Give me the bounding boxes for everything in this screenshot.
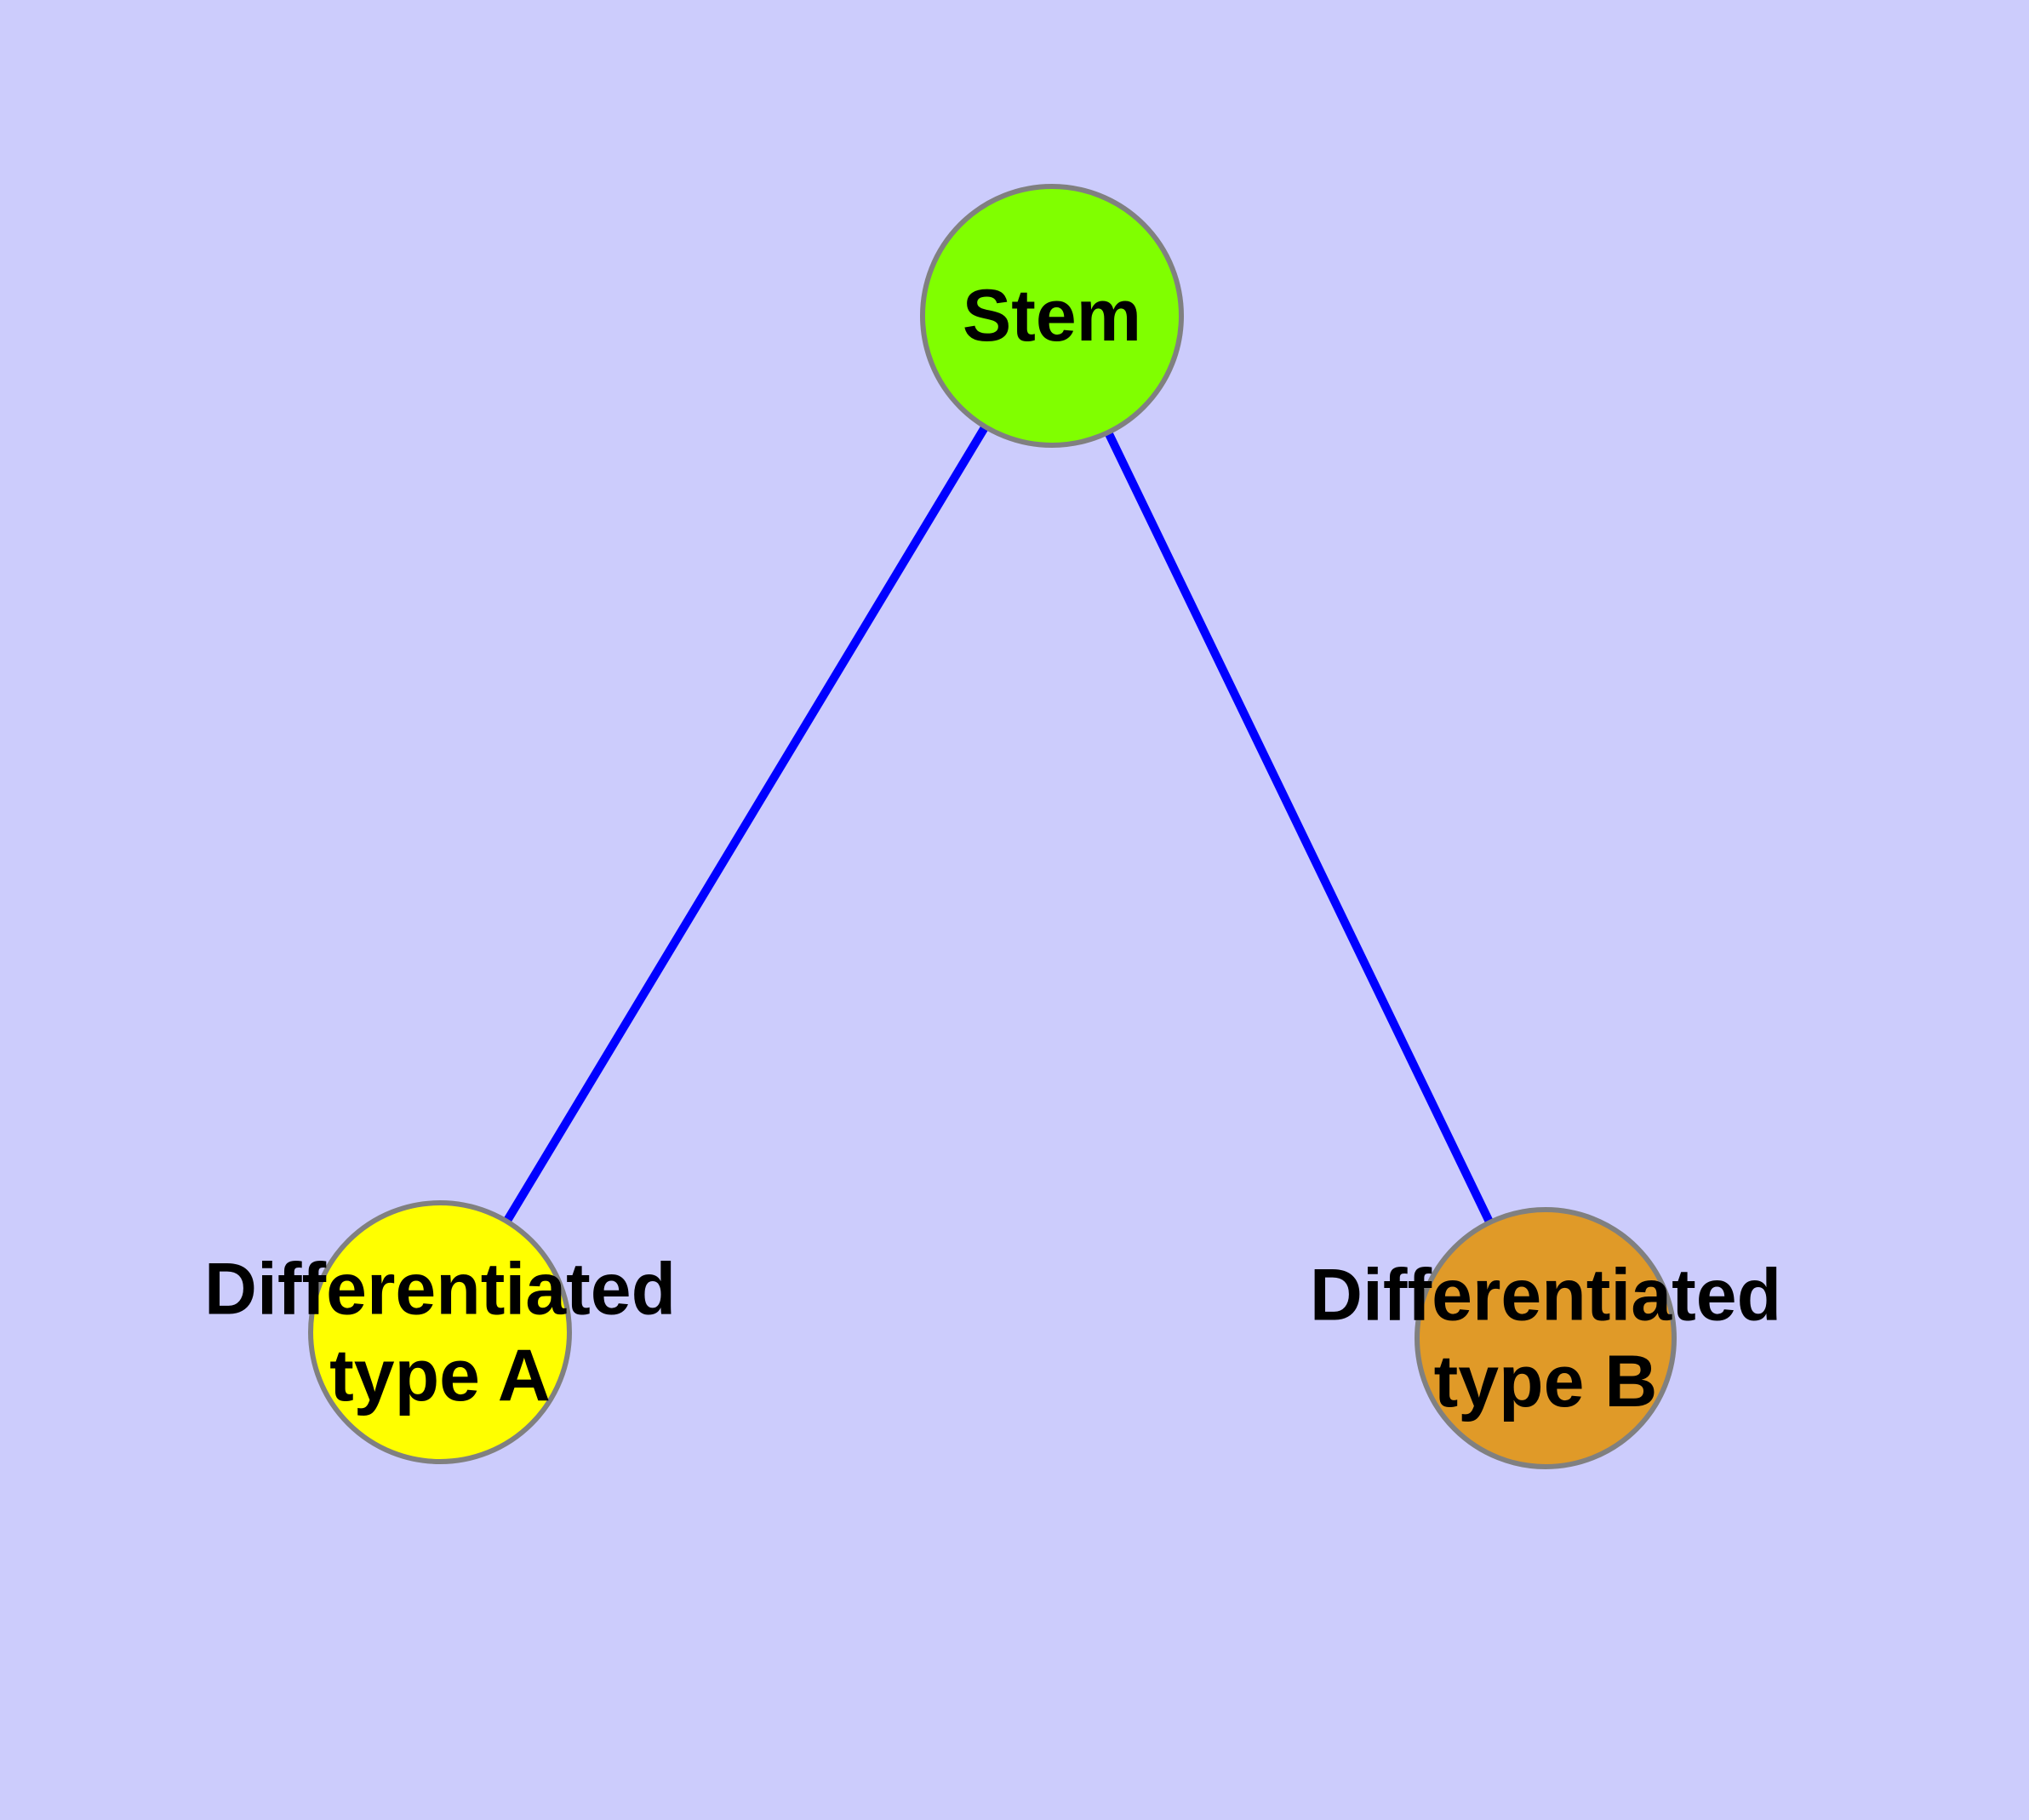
node-label-diff_b-line-1: Differentiated [1310,1255,1781,1336]
node-label-stem: Stem [963,275,1141,357]
edge-stem-to-diff_b[interactable] [1103,428,1495,1227]
nodes-layer [308,184,1677,1469]
node-label-diff_a-line-2: type A [329,1335,551,1417]
node-label-stem-line-1: Stem [963,275,1141,357]
node-diff_b[interactable] [1415,1207,1677,1469]
node-stem[interactable] [920,184,1184,448]
edge-stem-to-diff_a[interactable] [502,422,990,1226]
node-label-diff_a-line-1: Differentiated [204,1249,676,1331]
node-label-diff_b-line-2: type B [1434,1341,1658,1422]
edges-layer [502,422,1495,1227]
node-diff_a[interactable] [308,1200,572,1464]
